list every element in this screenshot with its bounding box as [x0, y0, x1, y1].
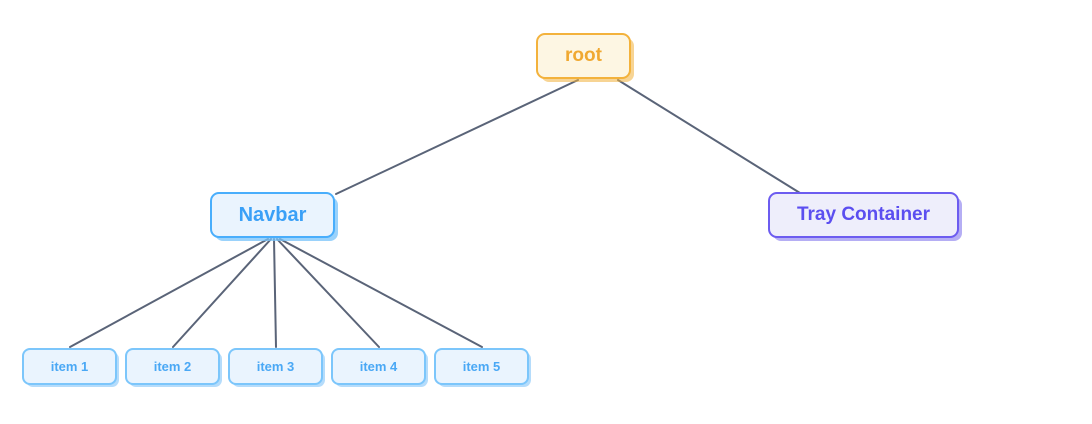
node-item-1-label: item 1 [50, 359, 89, 374]
node-tray-container-label: Tray Container [796, 204, 931, 225]
node-item-2[interactable]: item 2 [125, 348, 220, 385]
edge-group [69, 79, 801, 348]
edge-navbar-to-item4 [276, 238, 380, 348]
node-root-label: root [565, 45, 602, 66]
edge-navbar-to-item5 [279, 238, 483, 348]
node-item-1[interactable]: item 1 [22, 348, 117, 385]
edge-navbar-to-item2 [172, 238, 272, 348]
edge-root-to-tray [617, 79, 801, 194]
edge-navbar-to-item3 [273, 238, 277, 348]
edge-navbar-to-item1 [69, 238, 269, 348]
node-item-3[interactable]: item 3 [228, 348, 323, 385]
node-tray-container[interactable]: Tray Container [768, 192, 959, 238]
node-item-4[interactable]: item 4 [331, 348, 426, 385]
node-item-5-label: item 5 [462, 359, 501, 374]
edge-root-to-navbar [335, 79, 579, 195]
node-navbar-label: Navbar [238, 203, 307, 226]
node-navbar[interactable]: Navbar [210, 192, 335, 238]
node-item-3-label: item 3 [256, 359, 295, 374]
node-item-5[interactable]: item 5 [434, 348, 529, 385]
node-item-2-label: item 2 [153, 359, 192, 374]
node-item-4-label: item 4 [359, 359, 398, 374]
node-root[interactable]: root [536, 33, 631, 79]
